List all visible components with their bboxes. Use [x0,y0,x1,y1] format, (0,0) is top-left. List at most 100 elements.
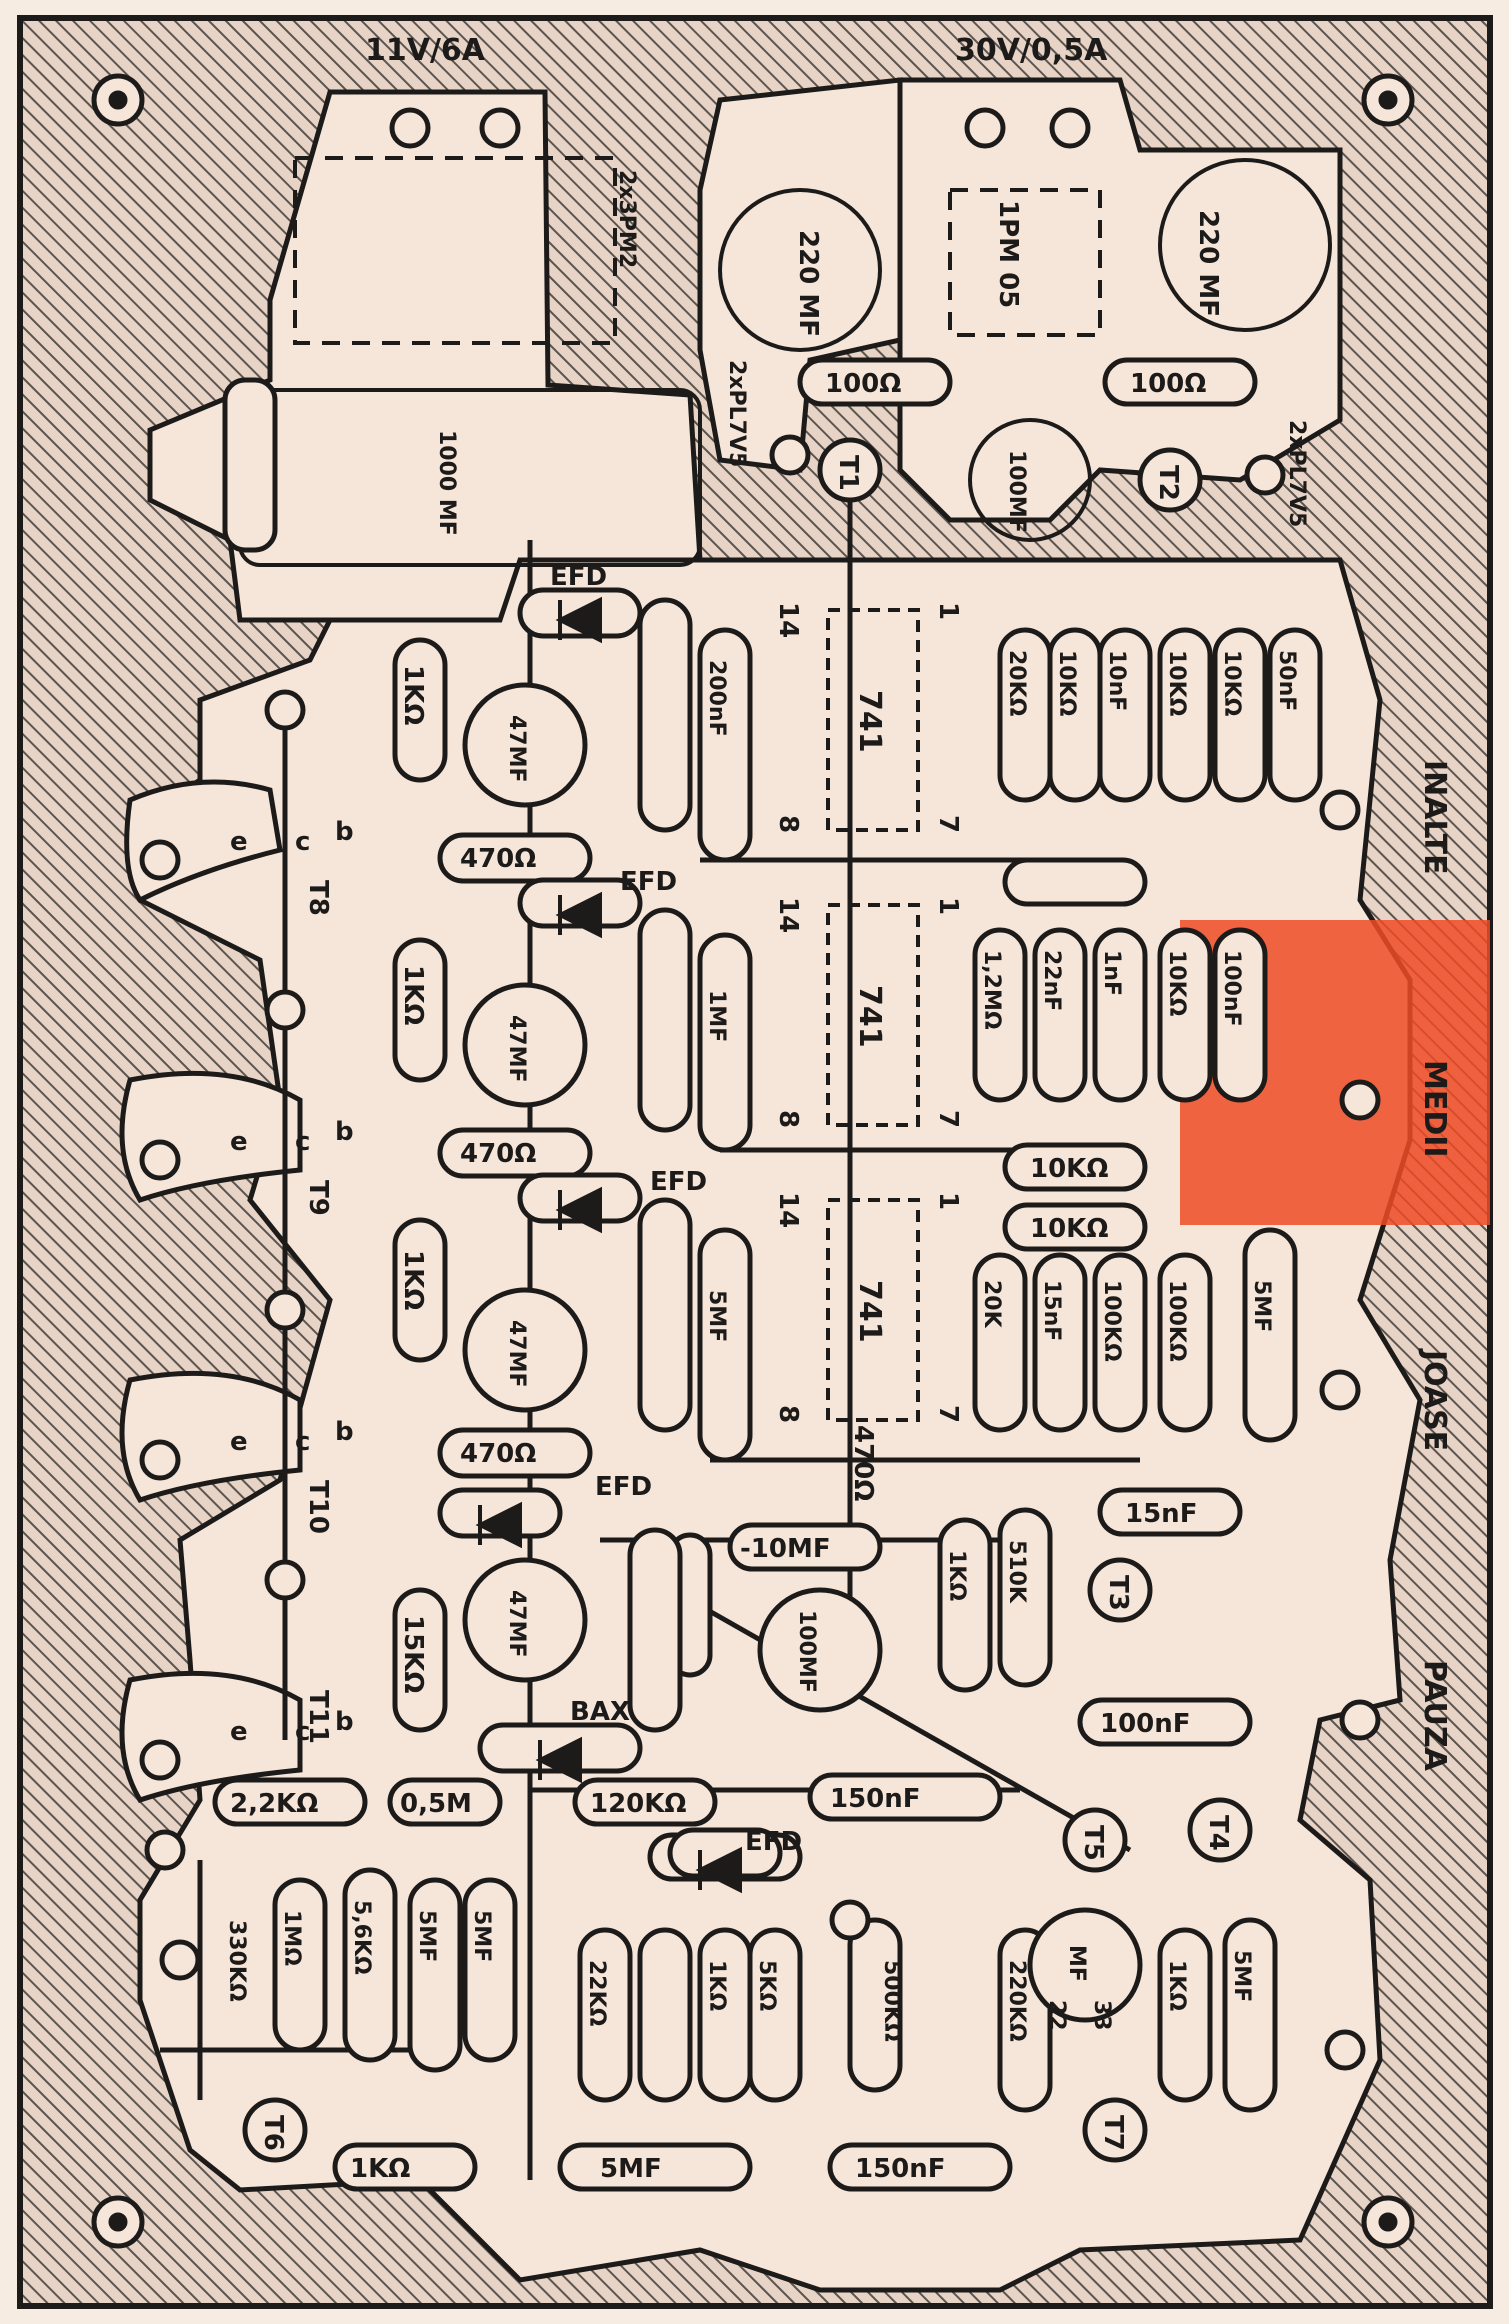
pin-e-t8: e [230,827,248,857]
pin-b-t11: b [335,1707,354,1737]
electrolytic-capacitors [462,682,1143,2023]
label-5mf-c: 5MF [414,1910,439,1962]
label-470ohm-c: 470Ω [460,1439,536,1469]
label-efd-4: EFD [595,1472,652,1502]
label-20k: 20K [979,1280,1004,1329]
label-5mf-a: 5MF [704,1290,729,1342]
transistor-t2: T2 [1153,465,1183,501]
label-1kohm-d: 1KΩ [944,1550,969,1601]
diode-symbols [475,596,742,1894]
label-100mf: 100MF [794,1610,819,1693]
ic-1-pin-7: 7 [933,815,963,833]
label-10kohm-b: 10KΩ [1164,650,1189,717]
pin-b-t10: b [335,1417,354,1447]
label-220mf-right: 220 MF [1193,210,1223,317]
ic-1-pin-8: 8 [773,815,803,833]
label-efd-5: EFD [745,1827,802,1857]
label-22kohm: 22KΩ [584,1960,609,2027]
label-10kohm-e: 10KΩ [1030,1154,1108,1184]
ic-1-pin-1: 1 [933,602,963,620]
supply-label-30v: 30V/0,5A [955,33,1108,68]
label-5kohm: 5KΩ [754,1960,779,2011]
output-label-medii: MEDII [1417,1060,1452,1158]
label-100mf-power: 100MF [1004,450,1029,533]
label-mf-t7: MF [1064,1945,1089,1982]
label-150nf-b: 150nF [855,2154,946,2184]
label-22-cap: 22 [1044,2000,1069,2031]
label-10kohm-f: 10KΩ [1030,1214,1108,1244]
label-1mf: 1MF [704,990,729,1042]
label-10kohm-a: 10KΩ [1054,650,1079,717]
pin-e-t10: e [230,1427,248,1457]
label-1kohm-e: 1KΩ [704,1960,729,2011]
ic-3-pin-14: 14 [773,1192,803,1228]
ic-1-pin-14: 14 [773,602,803,638]
label-120kohm: 120KΩ [590,1789,687,1819]
label-1kohm-c: 1KΩ [398,1250,428,1310]
pin-c-t10: c [295,1427,310,1457]
label-15nf-a: 15nF [1039,1280,1064,1341]
label-20kohm: 20KΩ [1004,650,1029,717]
label-33-cap: 33 [1089,2000,1114,2031]
pin-c-t9: c [295,1127,310,1157]
label-50nf: 50nF [1274,650,1299,711]
label-100nf-a: 100nF [1219,950,1244,1027]
label-1nf: 1nF [1099,950,1124,996]
transistor-t1: T1 [833,455,863,491]
label-efd-1: EFD [550,562,607,592]
label-5mf-b: 5MF [1249,1280,1274,1332]
label-10kohm-c: 10KΩ [1219,650,1244,717]
output-label-joase: JOASE [1417,1348,1452,1451]
label-2xpl7v5-right: 2xPL7V5 [1284,420,1309,527]
ic-1-label: 741 [852,690,887,753]
label-100kohm-b: 100KΩ [1164,1280,1189,1362]
ic-2-pin-1: 1 [933,897,963,915]
label-0-5m: 0,5M [400,1789,472,1819]
label-1pm05: 1PM 05 [993,200,1023,308]
supply-label-11v: 11V/6A [365,33,486,68]
label-15kohm: 15KΩ [398,1615,428,1693]
pin-e-t9: e [230,1127,248,1157]
label-10kohm-d: 10KΩ [1164,950,1189,1017]
label-10mf-neg: -10MF [740,1534,831,1564]
label-220kohm: 220KΩ [1004,1960,1029,2042]
component-bodies [212,357,1323,2192]
transistor-t4: T4 [1203,1815,1233,1851]
transistor-bodies [242,437,1253,2163]
transistor-t9: T9 [303,1180,333,1216]
label-500kohm: 500KΩ [879,1960,904,2042]
transistor-t3: T3 [1103,1575,1133,1611]
output-label-inalte: INALTE [1417,760,1452,875]
label-47mf-d: 47MF [504,1590,529,1658]
label-100ohm-right: 100Ω [1130,369,1206,399]
label-15nf-b: 15nF [1125,1499,1197,1529]
label-1kohm-g: 1KΩ [350,2154,410,2184]
label-1000mf: 1000 MF [434,430,459,536]
ic-2-pin-7: 7 [933,1110,963,1128]
label-2x3pm2: 2x3PM2 [614,170,639,268]
ic-3-pin-7: 7 [933,1405,963,1423]
pin-c-t11: c [295,1717,310,1747]
terminal-pads [139,107,1381,2071]
label-47mf-c: 47MF [504,1320,529,1388]
capacitor-labels: 47MF 47MF 47MF 47MF 200nF 1MF 5MF 10nF 5… [414,650,1299,2184]
output-label-pauza: PAUZA [1417,1660,1452,1772]
label-510k: 510K [1004,1540,1029,1604]
pin-b-t8: b [335,817,354,847]
resistor-labels: 1KΩ 1KΩ 1KΩ 15KΩ 470Ω 470Ω 470Ω 470Ω 20K… [224,650,1244,2184]
transistor-t5: T5 [1078,1825,1108,1861]
label-470ohm-d: 470Ω [848,1425,878,1501]
pin-b-t9: b [335,1117,354,1147]
label-5mf-d: 5MF [469,1910,494,1962]
label-470ohm-b: 470Ω [460,1139,536,1169]
ic-3-label: 741 [852,1280,887,1343]
ic-3-pin-1: 1 [933,1192,963,1210]
ic-2-label: 741 [852,985,887,1048]
label-efd-3: EFD [650,1167,707,1197]
label-10nf: 10nF [1104,650,1129,711]
label-1-2mohm: 1,2MΩ [979,950,1004,1030]
label-1mohm: 1MΩ [279,1910,304,1966]
transistor-t6: T6 [258,2115,288,2151]
label-bax: BAX [570,1697,630,1727]
